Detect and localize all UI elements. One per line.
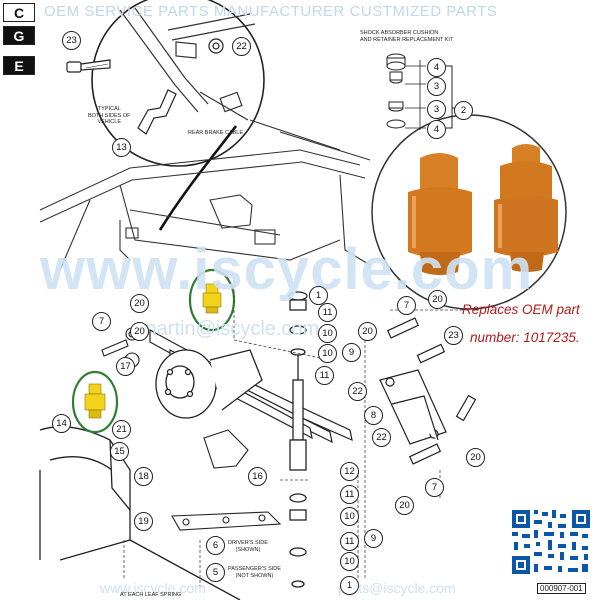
callout-label: 20 bbox=[466, 448, 485, 467]
callout-label: 12 bbox=[340, 462, 359, 481]
shock-cushion-kit bbox=[386, 53, 426, 130]
callout-label: 10 bbox=[340, 507, 359, 526]
replaces-oem-line1: Replaces OEM part bbox=[462, 302, 580, 317]
callout-label: 3 bbox=[427, 77, 446, 96]
callout-label: 7 bbox=[425, 478, 444, 497]
callout-label: 2 bbox=[454, 101, 473, 120]
mount-plate bbox=[171, 429, 282, 531]
brake-clip-13 bbox=[137, 89, 177, 135]
callout-label: 1 bbox=[340, 576, 359, 595]
callout-label: 13 bbox=[112, 138, 131, 157]
header-banner: OEM SERVICE PARTS MANUFACTURER CUSTMIZED… bbox=[44, 3, 498, 20]
highlight-ring-bottom bbox=[71, 370, 119, 434]
vehicle-frame bbox=[39, 119, 371, 271]
nut-22 bbox=[208, 38, 224, 54]
callout-label: 1 bbox=[309, 286, 328, 305]
shock-absorber-center bbox=[288, 291, 308, 588]
footer-email: parts@iscycle.com bbox=[338, 580, 456, 596]
callout-label: 20 bbox=[428, 290, 447, 309]
callout-label: 10 bbox=[318, 324, 337, 343]
logo-letter-g: G bbox=[3, 26, 35, 45]
callout-label: 10 bbox=[340, 552, 359, 571]
callout-label: 22 bbox=[232, 37, 251, 56]
note-drivers-side: DRIVER'S SIDE (SHOWN) bbox=[228, 540, 268, 553]
callout-label: 5 bbox=[206, 563, 225, 582]
wheel-mount bbox=[39, 426, 241, 600]
note-rear-brake-cable: REAR BRAKE CABLE bbox=[188, 130, 244, 136]
callout-label: 16 bbox=[248, 467, 267, 486]
logo-letter-e: E bbox=[3, 56, 35, 75]
callout-label: 9 bbox=[364, 529, 383, 548]
callout-label: 4 bbox=[427, 58, 446, 77]
callout-label: 20 bbox=[395, 496, 414, 515]
replaces-oem-line2: number: 1017235. bbox=[470, 330, 580, 345]
yellow-bumper-top bbox=[202, 283, 222, 314]
callout-label: 23 bbox=[62, 31, 81, 50]
callout-label: 7 bbox=[92, 312, 111, 331]
watermark-website: www.iscycle.com bbox=[40, 237, 534, 302]
callout-label: 7 bbox=[397, 296, 416, 315]
callout-label: 18 bbox=[134, 467, 153, 486]
frame-inset-lines bbox=[119, 7, 256, 121]
watermark-email: martin@iscycle.com bbox=[140, 318, 320, 340]
callout-label: 17 bbox=[116, 357, 135, 376]
callout-label: 11 bbox=[315, 366, 334, 385]
callout-label: 4 bbox=[427, 120, 446, 139]
callout-label: 11 bbox=[340, 532, 359, 551]
brake-drum bbox=[155, 349, 263, 419]
callout-label: 10 bbox=[318, 344, 337, 363]
callout-label: 8 bbox=[364, 406, 383, 425]
qr-code-image bbox=[508, 506, 594, 578]
note-passenger-side: PASSENGER'S SIDE (NOT SHOWN) bbox=[228, 566, 281, 579]
callout-label: 14 bbox=[52, 414, 71, 433]
yellow-bumper-bottom bbox=[84, 383, 106, 419]
note-shock-kit: SHOCK ABSORBER CUSHION AND RETAINER REPL… bbox=[360, 30, 454, 43]
callout-label: 20 bbox=[358, 322, 377, 341]
callout-label: 19 bbox=[134, 512, 153, 531]
spring-shackle bbox=[379, 317, 477, 465]
note-typical: TYPICAL BOTH SIDES OF VEHICLE bbox=[88, 106, 131, 125]
callout-label: 15 bbox=[110, 442, 129, 461]
callout-label: 20 bbox=[130, 322, 149, 341]
footer-website: www.iscycle.com bbox=[100, 580, 206, 596]
callout-label: 21 bbox=[112, 420, 131, 439]
orange-bumper-left bbox=[408, 153, 472, 275]
note-leaf-spring: AT EACH LEAF SPRING bbox=[120, 592, 182, 598]
callout-label: 9 bbox=[342, 343, 361, 362]
callout-label: 11 bbox=[340, 485, 359, 504]
drawing-number-tag: 000907-001 bbox=[537, 583, 586, 594]
callout-label: 23 bbox=[444, 326, 463, 345]
callout-label: 20 bbox=[130, 294, 149, 313]
orange-bumper-right bbox=[494, 144, 558, 272]
callout-label: 11 bbox=[318, 303, 337, 322]
callout-label: 6 bbox=[206, 536, 225, 555]
brake-inset-circle bbox=[91, 0, 265, 167]
callout-label: 3 bbox=[427, 100, 446, 119]
logo-letter-c: C bbox=[3, 3, 35, 22]
callout-label: 22 bbox=[348, 382, 367, 401]
callout-label: 22 bbox=[372, 428, 391, 447]
bolt-23 bbox=[66, 59, 111, 73]
rear-brake-cable bbox=[158, 125, 238, 231]
